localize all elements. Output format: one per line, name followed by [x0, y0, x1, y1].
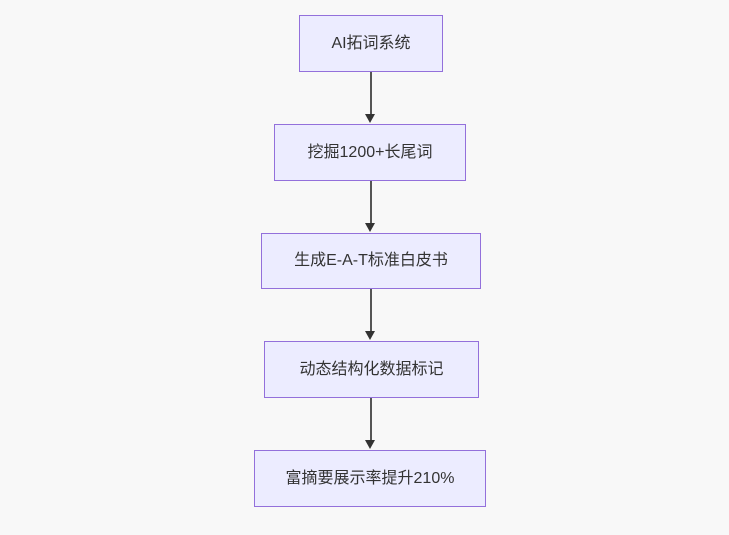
- flow-node-label: 动态结构化数据标记: [299, 360, 444, 378]
- flow-edge-3: [361, 289, 380, 340]
- edge-line: [369, 72, 372, 116]
- edge-line: [369, 181, 372, 225]
- flow-node-label: AI拓词系统: [331, 34, 411, 52]
- arrow-down-icon: [365, 223, 375, 232]
- flow-node-label: 挖掘1200+长尾词: [307, 143, 433, 161]
- flow-node-eat-whitepaper: 生成E-A-T标准白皮书: [261, 233, 481, 289]
- flow-node-longtail-mining: 挖掘1200+长尾词: [274, 124, 466, 181]
- flow-node-label: 生成E-A-T标准白皮书: [294, 252, 448, 269]
- arrow-down-icon: [365, 440, 375, 449]
- arrow-down-icon: [365, 114, 375, 123]
- flow-edge-2: [361, 181, 380, 232]
- flow-node-structured-data-markup: 动态结构化数据标记: [264, 341, 479, 398]
- flow-node-label: 富摘要展示率提升210%: [285, 469, 455, 487]
- flow-edge-4: [361, 398, 380, 449]
- arrow-down-icon: [365, 331, 375, 340]
- edge-line: [369, 289, 372, 333]
- flow-edge-1: [361, 72, 380, 123]
- flow-node-ai-word-expansion: AI拓词系统: [299, 15, 443, 72]
- edge-line: [369, 398, 372, 442]
- flow-node-rich-snippet-result: 富摘要展示率提升210%: [254, 450, 486, 507]
